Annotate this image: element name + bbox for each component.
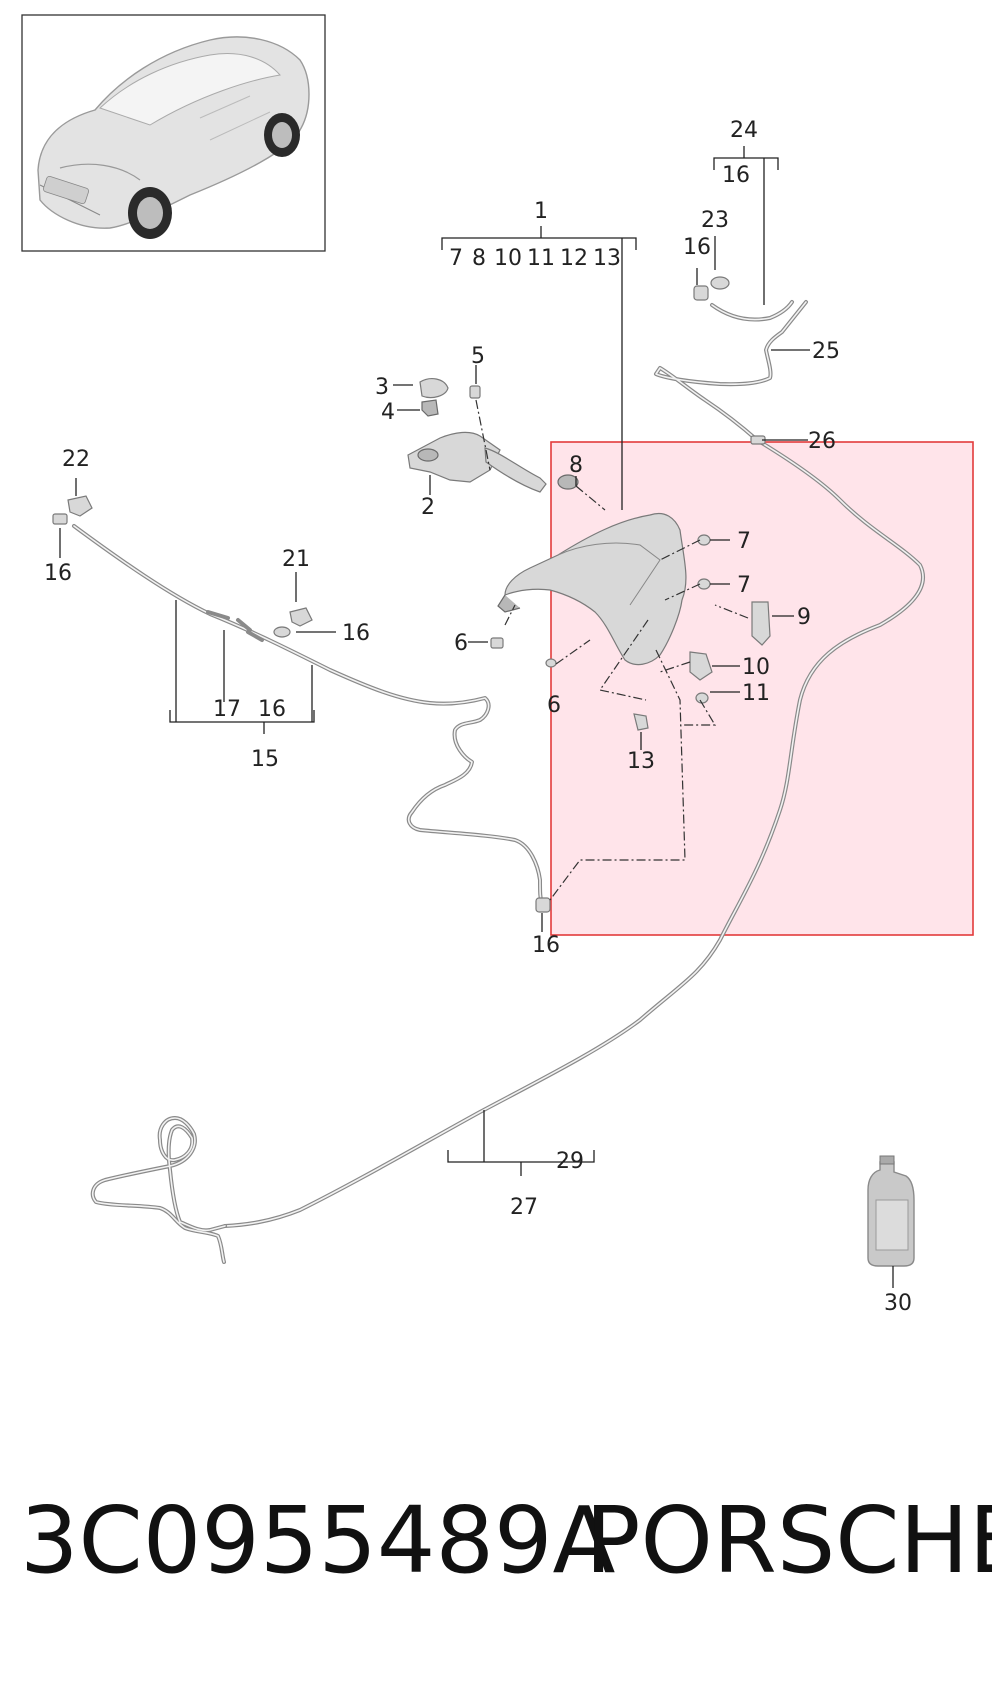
leader-lines	[59, 146, 894, 1288]
hose-25	[654, 276, 808, 445]
callout-21: 21	[282, 547, 310, 572]
vehicle-thumbnail	[21, 14, 326, 252]
hose-15	[52, 495, 551, 913]
callout-27: 27	[510, 1195, 538, 1220]
callout-24: 24	[730, 118, 758, 143]
car-illustration-icon	[37, 36, 310, 239]
callout-7-lower: 7	[737, 573, 751, 598]
callout-3: 3	[375, 375, 389, 400]
brand-name: PORSCHE	[585, 1487, 992, 1594]
callout-25: 25	[812, 339, 840, 364]
callout-1-child-6: 13	[593, 246, 621, 271]
callout-15-child-17: 17	[213, 697, 241, 722]
callout-1-child-2: 8	[472, 246, 486, 271]
filler-bracket	[407, 378, 547, 493]
fluid-bottle-icon	[867, 1155, 915, 1267]
callout-16-left: 16	[44, 561, 72, 586]
callout-5: 5	[471, 344, 485, 369]
callout-13: 13	[627, 749, 655, 774]
callout-1-child-5: 12	[560, 246, 588, 271]
small-parts	[490, 534, 771, 731]
callout-29: 29	[556, 1149, 584, 1174]
callout-30: 30	[884, 1291, 912, 1316]
callout-2: 2	[421, 495, 435, 520]
part-number: 3C0955489A	[20, 1487, 616, 1594]
callout-16-bottom: 16	[532, 933, 560, 958]
callout-4: 4	[381, 400, 395, 425]
callout-15-child-16: 16	[258, 697, 286, 722]
callout-24-child: 16	[722, 163, 750, 188]
callout-1: 1	[534, 199, 548, 224]
washer-reservoir	[497, 474, 687, 666]
callout-23: 23	[701, 208, 729, 233]
callout-16-mid: 16	[342, 621, 370, 646]
callout-1-child-4: 11	[527, 246, 555, 271]
callout-22: 22	[62, 447, 90, 472]
callout-1-child-1: 7	[449, 246, 463, 271]
callout-15: 15	[251, 747, 279, 772]
callout-10: 10	[742, 655, 770, 680]
callout-26: 26	[808, 429, 836, 454]
callout-8: 8	[569, 453, 583, 478]
callout-6-right: 6	[547, 693, 561, 718]
callout-16-top: 16	[683, 235, 711, 260]
main-hose	[90, 438, 926, 1264]
callout-7-upper: 7	[737, 529, 751, 554]
assembly-lines	[475, 399, 749, 901]
callout-9: 9	[797, 605, 811, 630]
callout-1-child-3: 10	[494, 246, 522, 271]
callout-6-left: 6	[454, 631, 468, 656]
callout-11: 11	[742, 681, 770, 706]
callout-labels: 1 7 8 10 11 12 13 24 16 23 16 25 26 5 3 …	[44, 118, 912, 1316]
